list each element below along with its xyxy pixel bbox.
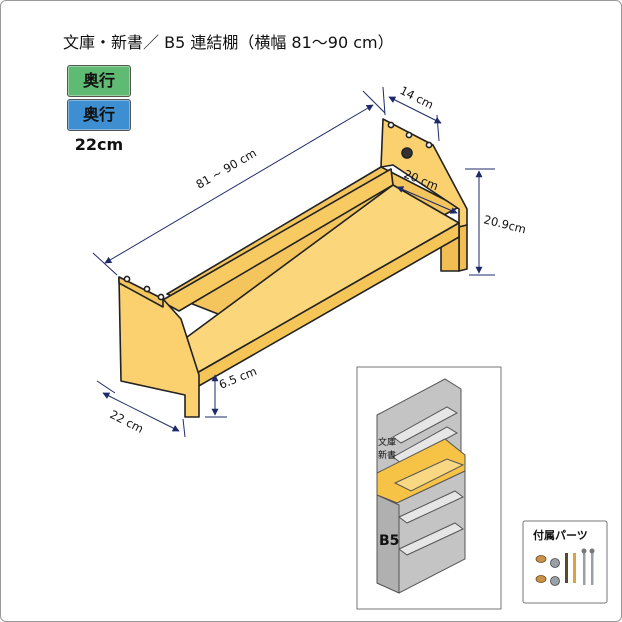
stack-lower-label: B5 — [379, 533, 399, 549]
cam-nut-icon-2 — [550, 576, 560, 586]
stack-upper-shelf-1 — [392, 406, 459, 444]
parts-box: 付属パーツ — [522, 520, 608, 604]
width-ext-left — [92, 252, 118, 276]
bolt-icon-1 — [565, 553, 568, 583]
right-side-lower — [458, 224, 468, 272]
stack-upper-label-2: 新書 — [378, 449, 396, 461]
width-dim-line — [104, 104, 374, 264]
base-ext-right — [182, 418, 186, 438]
screw-hole-left-2 — [143, 285, 151, 293]
stack-lower-shelf-1 — [398, 490, 464, 524]
width-ext-right — [362, 90, 386, 114]
parts-title: 付属パーツ — [533, 528, 588, 542]
page-title: 文庫・新書／ B5 連結棚（横幅 81〜90 cm） — [63, 33, 394, 52]
stack-lower-shelf-2 — [398, 522, 464, 556]
bolt-icon-3 — [583, 551, 586, 585]
left-side-panel — [118, 276, 200, 418]
screw-hole-right-1 — [387, 121, 395, 129]
cam-nut-icon-1 — [550, 558, 560, 568]
cable-hole — [401, 147, 413, 159]
top-depth-dim-line — [388, 96, 442, 124]
bolt-head-icon-1 — [581, 548, 587, 554]
base-depth-dim-line — [102, 392, 180, 432]
dowel-icon-2 — [535, 575, 547, 583]
top-depth-label: 14 cm — [398, 83, 436, 112]
top-depth-ext-left — [382, 86, 386, 116]
width-range-label: 81 ~ 90 cm — [194, 146, 259, 192]
stack-upper-label-1: 文庫 — [378, 436, 396, 448]
bolt-head-icon-2 — [589, 548, 595, 554]
stack-highlight-top — [393, 458, 465, 492]
screw-hole-left-1 — [123, 275, 131, 283]
stack-lower-front — [376, 494, 400, 594]
screw-hole-left-3 — [157, 293, 165, 301]
top-depth-ext-right — [436, 114, 440, 142]
dimension-lines — [92, 86, 495, 438]
shelf-depth-dim-line — [396, 186, 458, 214]
base-ext-left — [96, 380, 116, 394]
screw-hole-right-3 — [425, 141, 433, 149]
stack-preview: 文庫 新書 B5 — [356, 366, 502, 610]
bolt-icon-4 — [591, 551, 594, 585]
bolt-icon-2 — [573, 553, 576, 583]
screw-hole-right-2 — [405, 131, 413, 139]
height-label: 20.9cm — [482, 212, 527, 236]
dowel-icon-1 — [535, 555, 547, 563]
stack-upper-shelf-2 — [392, 426, 459, 464]
